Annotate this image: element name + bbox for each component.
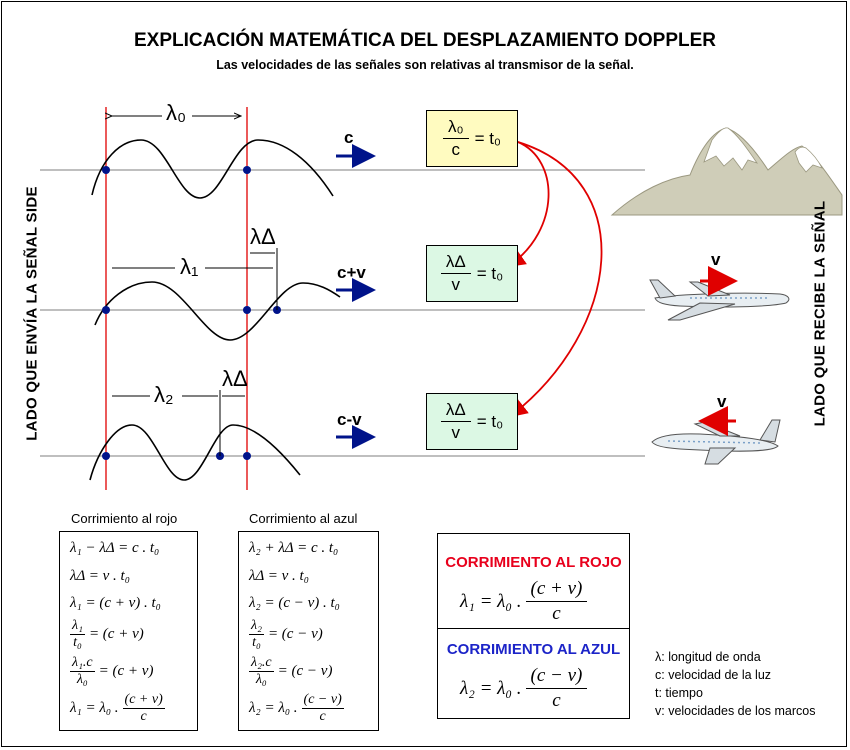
redshift-derivation-box: λ₁ − λΔ = c . t₀ λΔ = v . t₀ λ₁ = (c + v…: [59, 531, 198, 731]
redshift-eq-3: λ₁ = (c + v) . t₀: [70, 595, 161, 611]
blueshift-eq-4-rhs: = (c − v): [267, 626, 323, 642]
redshift-eq-2: λΔ = v . t₀: [70, 568, 130, 584]
blueshift-result-equation: λ₂ = λ₀ . (c − v)c: [460, 665, 593, 712]
plane-speed-label-2: v: [717, 392, 727, 411]
redshift-eq-1: λ₁ − λΔ = c . t₀: [70, 540, 160, 556]
wave-emitted: [91, 139, 334, 199]
redshift-eq-6-num: (c + v): [122, 692, 165, 709]
node-dot: [102, 452, 110, 460]
wave-redshift: [94, 281, 341, 341]
lambda0-label: λ₀: [166, 100, 187, 125]
formula-1-rhs: = t₀: [474, 128, 501, 148]
blueshift-eq-6-num: (c − v): [301, 692, 344, 709]
node-dot: [102, 166, 110, 174]
blueshift-eq-6-den: c: [319, 709, 326, 724]
redshift-eq-4-num: λ₁: [70, 618, 85, 635]
mountain-snow: [794, 146, 823, 173]
formula-1-denominator: c: [451, 140, 461, 159]
blueshift-result-num: (c − v): [525, 665, 588, 689]
formula-2-numerator: λΔ: [440, 252, 471, 274]
node-dot: [243, 452, 251, 460]
blueshift-column-title: Corrimiento al azul: [249, 511, 358, 526]
airplane-receding: [649, 279, 790, 321]
redshift-eq-6-den: c: [140, 709, 147, 724]
blueshift-eq-2: λΔ = v . t₀: [249, 568, 309, 584]
blueshift-eq-5-rhs: = (c − v): [277, 663, 333, 679]
blueshift-eq-1: λ₂ + λΔ = c . t₀: [249, 540, 339, 556]
formula-2-rhs: = t₀: [476, 263, 504, 283]
red-curve-arrow-2: [509, 141, 603, 418]
node-dot: [243, 306, 251, 314]
redshift-eq-5-den: λ₀: [76, 672, 88, 687]
legend-item-t: t: tiempo: [655, 686, 703, 700]
formula-3-rhs: = t₀: [476, 411, 504, 431]
lambda-delta-label-2: λΔ: [222, 366, 248, 391]
plane-speed-label-1: v: [711, 250, 721, 269]
mountain-snow: [703, 127, 759, 171]
speed-label-c-minus-v: c-v: [337, 410, 362, 429]
lambda-delta-label-1: λΔ: [250, 224, 276, 249]
redshift-eq-4-rhs: = (c + v): [88, 626, 144, 642]
legend: λ: longitud de onda c: velocidad de la l…: [655, 648, 816, 720]
speed-label-c-plus-v: c+v: [337, 263, 366, 282]
blueshift-eq-6: λ₂ = λ₀ . (c − v)c: [249, 692, 348, 725]
formula-3-denominator: v: [451, 423, 461, 442]
formula-2-denominator: v: [451, 275, 461, 294]
redshift-result-title: CORRIMIENTO AL ROJO: [445, 554, 622, 571]
blueshift-result-lhs: λ₂ = λ₀ .: [460, 677, 522, 699]
legend-item-v: v: velocidades de los marcos: [655, 704, 816, 718]
blueshift-eq-5-num: λ₂.c: [249, 655, 274, 672]
lambda2-label: λ₂: [154, 382, 174, 407]
redshift-eq-6: λ₁ = λ₀ . (c + v)c: [70, 692, 169, 725]
result-box: CORRIMIENTO AL ROJO λ₁ = λ₀ . (c + v)c C…: [437, 533, 630, 719]
wave-blueshift: [89, 424, 301, 481]
redshift-eq-6-lhs: λ₁ = λ₀ .: [70, 700, 119, 716]
formula-3-numerator: λΔ: [440, 400, 471, 422]
lambda1-label: λ₁: [180, 254, 199, 279]
node-dot: [102, 306, 110, 314]
page-title: EXPLICACIÓN MATEMÁTICA DEL DESPLAZAMIENT…: [134, 30, 716, 51]
page-subtitle: Las velocidades de las señales son relat…: [216, 58, 634, 72]
formula-1-numerator: λ₀: [443, 117, 469, 139]
blueshift-derivation-box: λ₂ + λΔ = c . t₀ λΔ = v . t₀ λ₂ = (c − v…: [238, 531, 379, 731]
legend-item-lambda: λ: longitud de onda: [655, 650, 761, 664]
redshift-eq-5-num: λ₁.c: [70, 655, 95, 672]
blueshift-eq-5-den: λ₀: [255, 672, 267, 687]
redshift-column-title: Corrimiento al rojo: [71, 511, 178, 526]
node-dot: [243, 166, 251, 174]
red-curve-arrow-1: [507, 141, 550, 268]
blueshift-eq-6-lhs: λ₂ = λ₀ .: [249, 700, 298, 716]
blueshift-eq-4-num: λ₂: [249, 618, 264, 635]
redshift-result-lhs: λ₁ = λ₀ .: [460, 590, 522, 612]
redshift-eq-5-rhs: = (c + v): [98, 663, 154, 679]
legend-item-c: c: velocidad de la luz: [655, 668, 772, 682]
redshift-eq-4-den: t₀: [73, 635, 82, 650]
blueshift-eq-4-den: t₀: [252, 635, 261, 650]
result-divider: [438, 628, 629, 629]
blueshift-eq-3: λ₂ = (c − v) . t₀: [249, 595, 340, 611]
airplane-approaching: [651, 419, 781, 465]
redshift-result-num: (c + v): [525, 578, 588, 602]
blueshift-result-den: c: [552, 690, 561, 711]
blueshift-result-title: CORRIMIENTO AL AZUL: [446, 641, 621, 658]
redshift-result-equation: λ₁ = λ₀ . (c + v)c: [460, 578, 593, 625]
redshift-result-den: c: [552, 603, 561, 624]
speed-label-c: c: [344, 128, 354, 147]
right-side-label: LADO QUE RECIBE LA SEÑAL: [811, 200, 829, 427]
left-side-label: LADO QUE ENVÍA LA SEÑAL SIDE: [23, 186, 41, 441]
